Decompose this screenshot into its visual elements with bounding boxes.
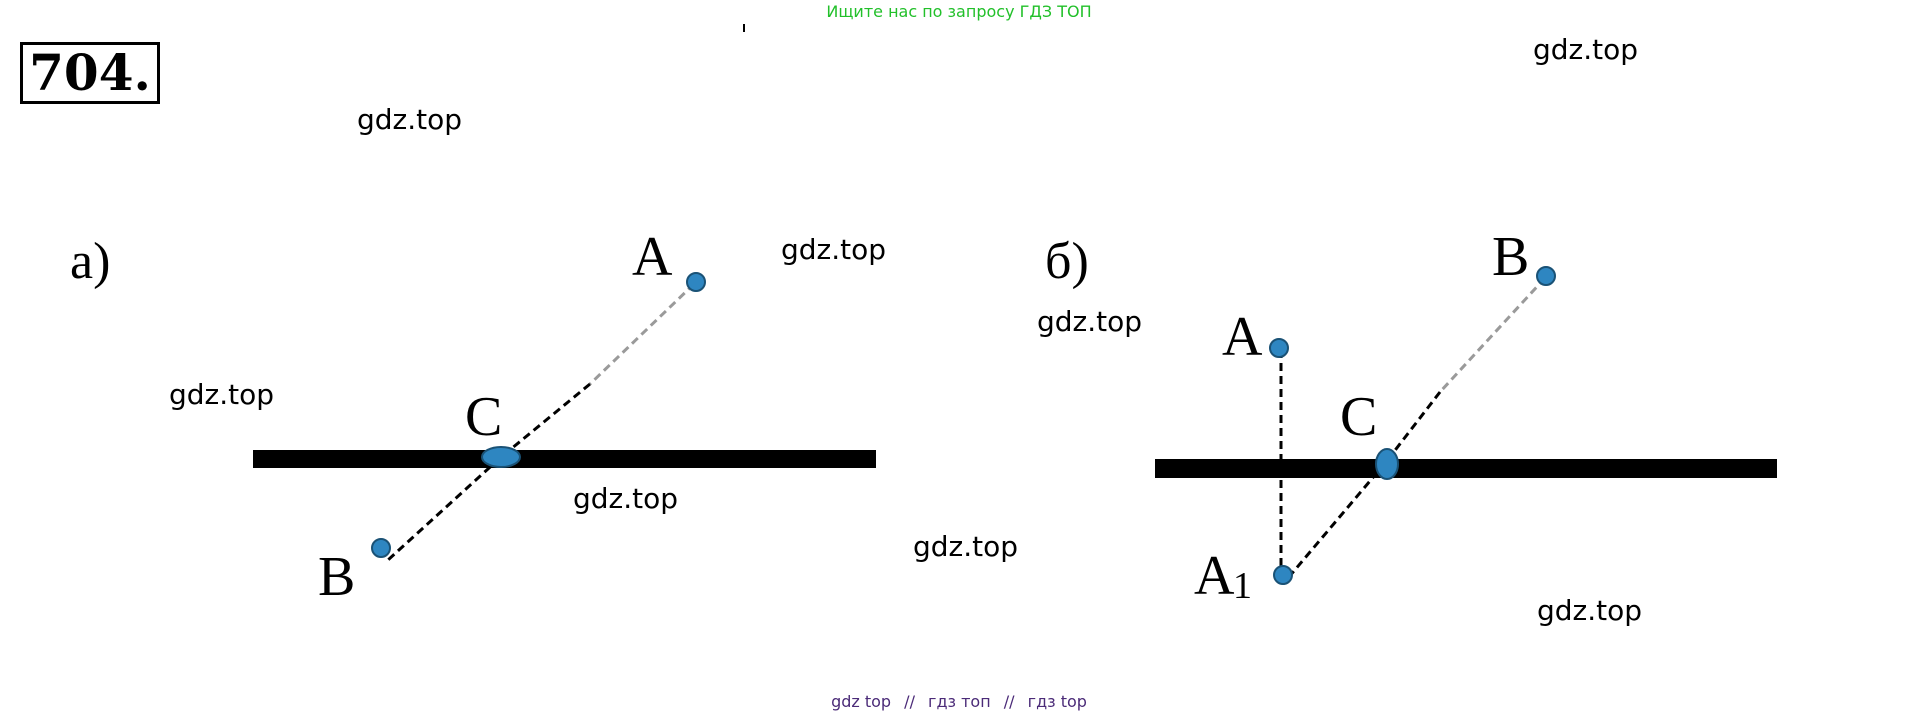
- point-a1: [1273, 565, 1293, 585]
- problem-number: 704.: [20, 42, 160, 104]
- point-b: [371, 538, 391, 558]
- figure-a-line: [253, 450, 876, 468]
- footer-part: гдз топ: [928, 692, 991, 711]
- point-c: [481, 446, 521, 468]
- figure-b: б) B A C A 1: [1045, 226, 1777, 607]
- watermark: gdz.top: [1533, 33, 1639, 66]
- label-a1: A: [1194, 545, 1235, 607]
- footer-separator: //: [1003, 692, 1015, 711]
- stray-mark: [743, 24, 745, 32]
- segment-a-c-light: [588, 282, 696, 386]
- footer-part: gdz top: [831, 692, 892, 711]
- figure-a-label: а): [70, 233, 110, 290]
- footer-separator: //: [904, 692, 915, 711]
- point-a: [686, 272, 706, 292]
- watermark: gdz.top: [573, 482, 679, 515]
- label-a: A: [1222, 306, 1263, 368]
- figure-a: а) A C B: [70, 226, 876, 608]
- watermark: gdz.top: [913, 530, 1019, 563]
- watermark: gdz.top: [1537, 594, 1643, 627]
- label-a1-subscript: 1: [1233, 565, 1252, 607]
- label-a: A: [632, 226, 673, 288]
- watermark: gdz.top: [781, 233, 887, 266]
- segment-b-c-light: [1438, 276, 1547, 394]
- label-b: B: [318, 546, 355, 608]
- watermark: gdz.top: [169, 378, 275, 411]
- label-c: C: [465, 386, 502, 448]
- segment-a-c: [499, 382, 591, 460]
- footer: gdz top // гдз топ // гдз top: [0, 692, 1918, 711]
- figure-b-label: б): [1045, 233, 1089, 290]
- watermark: gdz.top: [357, 103, 463, 136]
- segment-b-c: [1384, 391, 1442, 463]
- point-b: [1536, 266, 1556, 286]
- watermark: gdz.top: [1037, 305, 1143, 338]
- point-c: [1375, 448, 1399, 480]
- footer-part: гдз top: [1027, 692, 1087, 711]
- top-banner: Ищите нас по запросу ГДЗ ТОП: [826, 2, 1092, 21]
- label-b: B: [1492, 226, 1529, 288]
- figure-b-line: [1155, 459, 1777, 478]
- segment-c-b: [386, 456, 502, 562]
- segment-c-a1: [1281, 461, 1388, 585]
- label-c: C: [1340, 386, 1377, 448]
- point-a: [1269, 338, 1289, 358]
